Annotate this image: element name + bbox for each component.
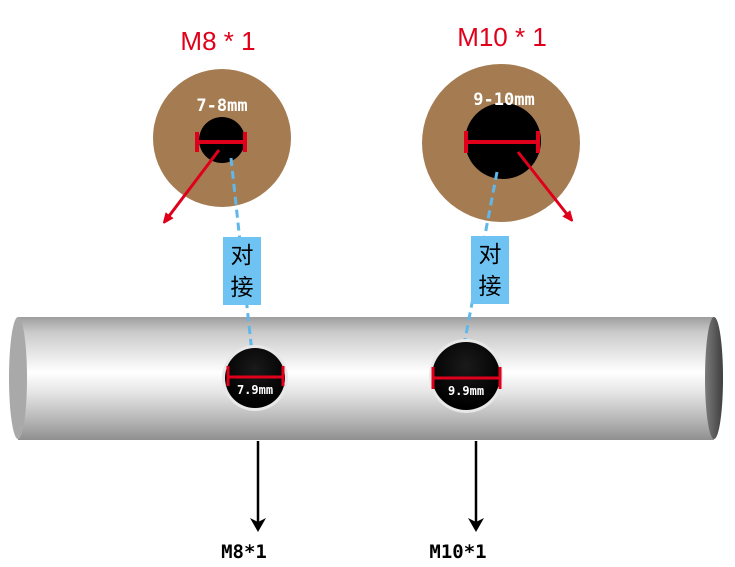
right-dashed-link — [462, 171, 499, 346]
left-title: M8 * 1 — [180, 26, 255, 56]
right-connect-tag-char-2: 接 — [479, 274, 502, 300]
right-connect-tag-char-1: 对 — [479, 242, 502, 268]
left-hole-size: 7.9mm — [237, 383, 273, 397]
right-ring-range: 9-10mm — [473, 90, 534, 110]
left-connect-tag — [223, 237, 261, 305]
right-tube-hole — [432, 342, 500, 410]
left-bottom-label: M8*1 — [221, 541, 267, 563]
tube — [9, 317, 723, 440]
right-red-arrow — [516, 151, 570, 218]
right-connect-tag — [471, 236, 509, 304]
left-group: M8 * 1 7-8mm 对 接 对接 7.9mm M8*1 — [153, 26, 291, 563]
right-hole-size: 9.9mm — [448, 384, 484, 398]
left-connect-tag-char-1: 对 — [231, 243, 254, 269]
left-dashed-link — [229, 157, 255, 363]
left-red-arrow — [166, 149, 221, 220]
left-connect-tag-char-2: 接 — [231, 275, 254, 301]
tube-body — [18, 317, 714, 440]
tube-left-end — [9, 317, 27, 439]
tube-right-cap — [705, 317, 723, 439]
left-ring-range: 7-8mm — [196, 96, 247, 116]
right-bottom-label: M10*1 — [429, 541, 486, 563]
right-title: M10 * 1 — [457, 22, 547, 52]
right-group: M10 * 1 9-10mm 对 接 对接 9.9mm M10*1 — [422, 22, 580, 563]
